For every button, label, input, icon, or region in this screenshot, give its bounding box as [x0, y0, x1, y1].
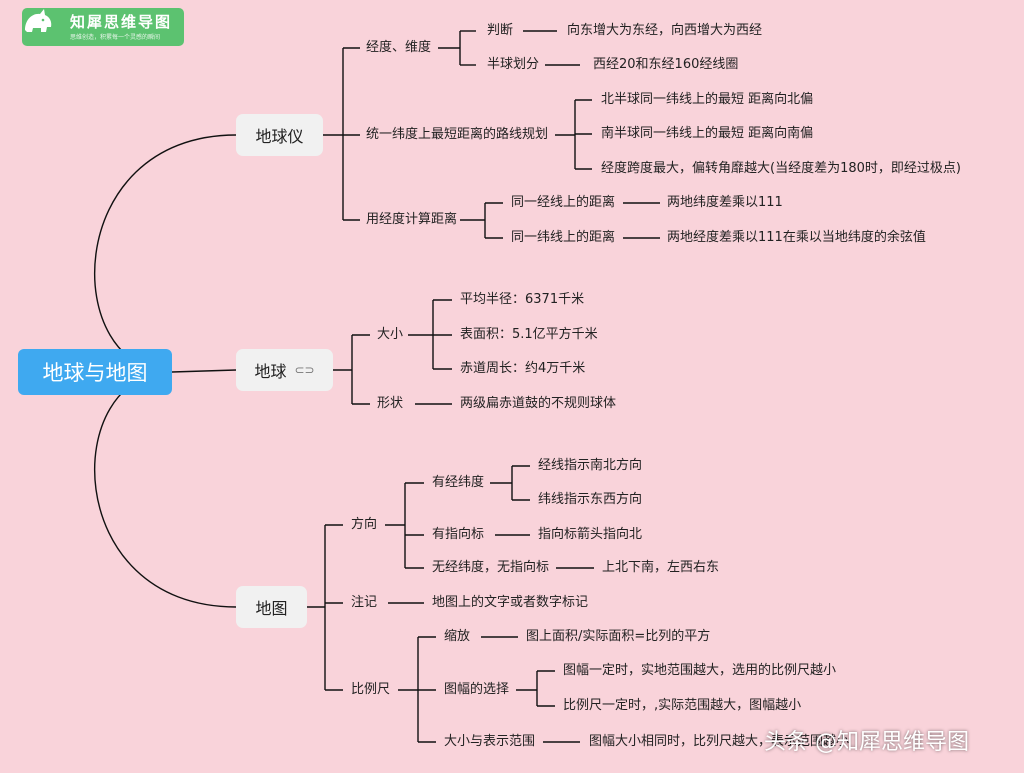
- node-route[interactable]: 统一纬度上最短距离的路线规划: [366, 127, 549, 142]
- branch-earth-label: 地球: [254, 362, 287, 381]
- node-size[interactable]: 大小: [377, 327, 404, 342]
- node-lon-lat[interactable]: 经度、维度: [366, 40, 432, 55]
- brand-logo: 知犀思维导图 思维创造，积累每一个灵感的瞬间: [22, 8, 184, 46]
- rhino-icon: [25, 9, 52, 32]
- node-size-range[interactable]: 大小与表示范围: [444, 734, 536, 749]
- root-node[interactable]: 地球与地图: [18, 349, 172, 395]
- node-zoom[interactable]: 缩放: [444, 629, 471, 644]
- node-grid-item[interactable]: 纬线指示东西方向: [538, 492, 643, 507]
- node-none-detail[interactable]: 上北下南，左西右东: [602, 560, 720, 575]
- watermark: 头条 @知犀思维导图: [764, 730, 969, 755]
- node-choice-item[interactable]: 图幅一定时，实地范围越大，选用的比例尺越小: [563, 663, 837, 678]
- node-shape-detail[interactable]: 两级扁赤道鼓的不规则球体: [460, 396, 617, 411]
- node-size-item[interactable]: 赤道周长：约4万千米: [460, 361, 586, 376]
- node-route-item[interactable]: 南半球同一纬线上的最短 距离向南偏: [601, 126, 814, 141]
- link-icon[interactable]: ⊂⊃: [294, 363, 315, 377]
- node-none[interactable]: 无经纬度，无指向标: [432, 560, 550, 575]
- node-judge[interactable]: 判断: [487, 23, 514, 38]
- brand-slogan: 思维创造，积累每一个灵感的瞬间: [70, 34, 161, 41]
- node-route-item[interactable]: 经度跨度最大，偏转角靡越大(当经度差为180时，即经过极点): [601, 161, 961, 176]
- node-distance[interactable]: 用经度计算距离: [366, 212, 458, 227]
- node-hemisphere-detail[interactable]: 西经20和东经160经线圈: [593, 57, 739, 72]
- node-route-item[interactable]: 北半球同一纬线上的最短 距离向北偏: [601, 92, 814, 107]
- node-arrow-detail[interactable]: 指向标箭头指向北: [538, 527, 643, 542]
- node-zoom-detail[interactable]: 图上面积/实际面积=比列的平方: [526, 629, 711, 644]
- branch-earth[interactable]: 地球 ⊂⊃: [236, 349, 333, 391]
- node-notes-detail[interactable]: 地图上的文字或者数字标记: [432, 595, 589, 610]
- node-same-parallel[interactable]: 同一纬线上的距离: [511, 230, 616, 245]
- branch-map[interactable]: 地图: [236, 586, 307, 628]
- node-size-item[interactable]: 表面积：5.1亿平方千米: [460, 327, 598, 342]
- node-same-parallel-detail[interactable]: 两地经度差乘以111在乘以当地纬度的余弦值: [667, 230, 926, 245]
- node-scale[interactable]: 比例尺: [351, 682, 391, 697]
- node-grid-item[interactable]: 经线指示南北方向: [538, 458, 643, 473]
- node-size-range-detail[interactable]: 图幅大小相同时，比列尺越大，表示范围越小: [589, 734, 850, 749]
- node-shape[interactable]: 形状: [377, 396, 404, 411]
- node-same-meridian[interactable]: 同一经线上的距离: [511, 195, 616, 210]
- brand-name: 知犀思维导图: [70, 13, 173, 31]
- node-choice[interactable]: 图幅的选择: [444, 682, 510, 697]
- node-grid[interactable]: 有经纬度: [432, 475, 485, 490]
- node-arrow[interactable]: 有指向标: [432, 527, 485, 542]
- node-same-meridian-detail[interactable]: 两地纬度差乘以111: [667, 195, 783, 210]
- node-choice-item[interactable]: 比例尺一定时，,实际范围越大，图幅越小: [563, 698, 802, 713]
- branch-globe-instrument[interactable]: 地球仪: [236, 114, 323, 156]
- node-hemisphere[interactable]: 半球划分: [487, 57, 540, 72]
- node-judge-detail[interactable]: 向东增大为东经，向西增大为西经: [567, 23, 763, 38]
- node-notes[interactable]: 注记: [351, 595, 378, 610]
- node-size-item[interactable]: 平均半径：6371千米: [460, 292, 585, 307]
- node-direction[interactable]: 方向: [351, 517, 378, 532]
